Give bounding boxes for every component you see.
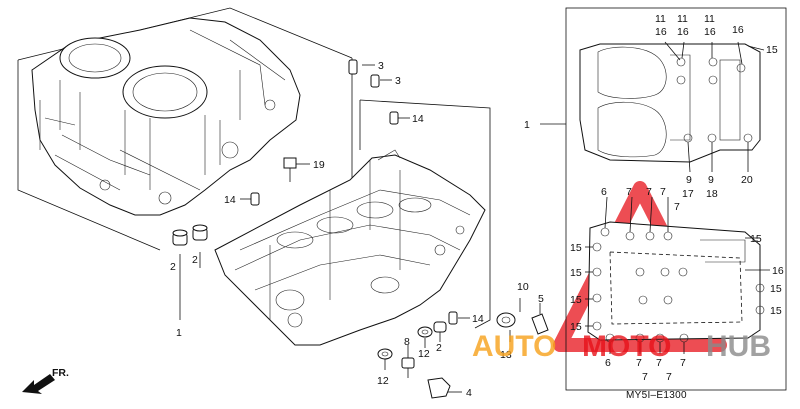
watermark-text-auto: AUTO [472, 330, 556, 363]
callout: 16 [704, 26, 716, 38]
callout: 14 [224, 194, 236, 206]
top-view-outline [579, 43, 761, 163]
callout: 16 [655, 26, 667, 38]
washer-10 [496, 312, 516, 328]
callout: 1 [176, 327, 182, 339]
callout: 9 [686, 174, 692, 186]
callout: 7 [666, 371, 672, 383]
top-view-callouts: 11 16 11 16 11 16 16 15 1 9 9 18 20 [524, 13, 778, 200]
callout: 14 [412, 113, 424, 125]
callout: 9 [708, 174, 714, 186]
callout: 2 [170, 261, 176, 273]
callout: 7 [674, 201, 680, 213]
callout: 15 [570, 242, 582, 254]
dowel-14-mid [250, 192, 260, 206]
callout: 7 [656, 357, 662, 369]
upper-callouts: 3 3 14 19 14 2 2 1 [170, 60, 424, 339]
callout: 15 [770, 305, 782, 317]
callout: 8 [404, 336, 410, 348]
callout: 7 [646, 186, 652, 198]
callout: 16 [677, 26, 689, 38]
callout: 7 [642, 371, 648, 383]
right-panel: 11 16 11 16 11 16 16 15 1 9 9 18 20 [524, 7, 787, 401]
callout: 16 [772, 265, 784, 277]
bottom-leader-lines [585, 196, 770, 354]
watermark-text: AUTO MOTO HUB [472, 330, 771, 363]
callout: 11 [704, 13, 715, 25]
callout: 3 [378, 60, 384, 72]
callout: 15 [750, 233, 762, 245]
callout: 7 [636, 357, 642, 369]
washer-12-right [417, 326, 433, 338]
callout: 3 [395, 75, 401, 87]
plug-2-left [172, 229, 188, 246]
callout: 11 [677, 13, 688, 25]
callout: 16 [732, 24, 744, 36]
washer-12-left [377, 348, 393, 360]
upper-crankcase-body [31, 17, 301, 216]
callout: 10 [517, 281, 529, 293]
callout: 15 [770, 283, 782, 295]
bottom-view-callouts: 6 7 7 17 7 7 15 15 15 16 15 15 15 6 7 7 … [570, 186, 784, 383]
watermark-text-hub: HUB [706, 330, 771, 363]
plug-2-right [192, 224, 208, 241]
right-panel-frame [565, 7, 787, 391]
callout: 1 [524, 119, 530, 131]
callout: 17 [682, 188, 694, 200]
dowel-14-bottom [448, 311, 458, 325]
callout: 6 [601, 186, 607, 198]
callout: 5 [538, 293, 544, 305]
dowel-14-top [389, 111, 399, 125]
callout: 19 [313, 159, 325, 171]
callout: 14 [472, 313, 484, 325]
callout: 12 [418, 348, 430, 360]
callout: 7 [680, 357, 686, 369]
callout: 15 [570, 267, 582, 279]
plug-2-lower [433, 321, 447, 333]
bolt-3-lower [370, 74, 380, 88]
bolt-8 [401, 357, 415, 378]
callout: 18 [706, 188, 718, 200]
callout: 20 [741, 174, 753, 186]
bottom-view-outline [587, 221, 765, 343]
direction-label: FR. [52, 367, 69, 379]
upper-crankcase-group [17, 7, 353, 251]
bolt-3-upper [348, 59, 358, 75]
front-direction-arrow: FR. [22, 367, 69, 394]
callout: 7 [660, 186, 666, 198]
sensor-5 [531, 303, 549, 335]
diagram-code: MY5I–E1300 [626, 390, 687, 401]
callout: 12 [377, 375, 389, 387]
callout: 11 [655, 13, 666, 25]
bolt-19 [283, 157, 297, 182]
lower-callouts: 10 5 13 14 8 12 2 12 4 [377, 281, 544, 399]
callout: 4 [466, 387, 472, 399]
callout: 13 [500, 349, 512, 361]
callout: 15 [570, 294, 582, 306]
watermark-text-moto: MOTO [582, 330, 671, 363]
callout: 15 [570, 321, 582, 333]
oil-pressure-switch-4 [427, 377, 451, 399]
callout: 2 [192, 254, 198, 266]
callout: 6 [605, 357, 611, 369]
top-leader-lines [664, 41, 765, 173]
callout: 15 [766, 44, 778, 56]
lower-crankcase-group [214, 99, 491, 346]
callout: 7 [626, 186, 632, 198]
lower-crankcase-body [214, 149, 486, 346]
callout: 2 [436, 342, 442, 354]
